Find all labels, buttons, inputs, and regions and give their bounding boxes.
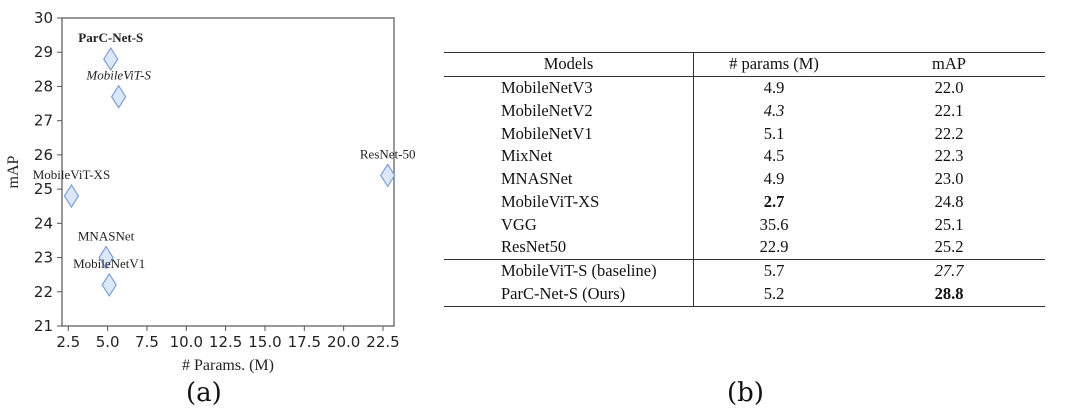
- map-cell: 22.3: [934, 146, 964, 166]
- y-tick-label: 22: [34, 283, 53, 301]
- header-models: Models: [444, 53, 694, 76]
- params-cell: 35.6: [759, 214, 789, 234]
- model-cell: MobileViT-XS: [444, 190, 694, 214]
- x-tick-label: 20.0: [327, 333, 360, 351]
- point-label: ResNet-50: [360, 146, 416, 161]
- model-cell: MixNet: [444, 145, 694, 168]
- model-cell: VGG: [444, 213, 694, 237]
- params-cell: 2.7: [763, 191, 785, 211]
- y-tick-label: 29: [34, 43, 53, 61]
- y-tick-label: 30: [34, 9, 53, 27]
- map-cell: 28.8: [934, 283, 964, 303]
- params-cell: 4.9: [763, 169, 785, 188]
- point-label: MobileViT-S: [85, 68, 151, 83]
- data-point: [63, 183, 80, 209]
- point-label: MobileNetV1: [73, 256, 145, 271]
- table-row: MobileViT-XS 2.7 24.8: [444, 190, 1045, 214]
- scatter-chart: 2.5 5.0 7.5 10.0 12.5 15.0 17.5 20.0 22.5 21 22 23 2…: [5, 9, 416, 374]
- x-tick-label: 7.5: [135, 333, 159, 351]
- y-tick-label: 26: [34, 146, 53, 164]
- x-axis-label: # Params. (M): [182, 357, 274, 374]
- map-cell: 22.1: [934, 100, 964, 120]
- x-tick-label: 10.0: [170, 333, 203, 351]
- x-tick-label: 2.5: [56, 333, 80, 351]
- data-point: [103, 46, 119, 72]
- params-cell: 4.9: [763, 78, 785, 97]
- map-cell: 22.2: [934, 123, 964, 143]
- data-point: [98, 245, 114, 270]
- point-label: ParC-Net-S: [78, 30, 143, 45]
- y-tick-label: 24: [34, 214, 53, 232]
- header-map: mAP: [932, 54, 966, 73]
- params-cell: 4.3: [763, 100, 785, 120]
- params-cell: 22.9: [759, 237, 789, 257]
- map-cell: 25.2: [934, 237, 964, 257]
- model-cell: MobileNetV1: [444, 122, 694, 146]
- map-cell: 23.0: [934, 169, 964, 188]
- map-cell: 22.0: [934, 78, 964, 97]
- params-cell: 5.2: [763, 283, 785, 303]
- table-row: MobileNetV3 4.9 22.0: [444, 77, 1045, 100]
- point-label: MNASNet: [78, 229, 135, 244]
- caption-b: (b): [727, 378, 764, 408]
- map-cell: 27.7: [934, 261, 964, 280]
- y-tick-label: 28: [34, 77, 53, 95]
- data-point: [379, 163, 396, 188]
- params-cell: 5.7: [763, 261, 785, 280]
- x-tick-label: 22.5: [366, 333, 399, 351]
- data-point: [101, 272, 117, 298]
- y-tick-label: 21: [34, 317, 53, 335]
- x-tick-label: 5.0: [96, 333, 120, 351]
- table-row: MobileViT-S (baseline) 5.7 27.7: [444, 259, 1045, 283]
- data-point: [110, 84, 127, 109]
- y-axis-label: mAP: [5, 155, 22, 188]
- table-row: MobileNetV1 5.1 22.2: [444, 122, 1045, 146]
- y-tick-label: 23: [34, 249, 53, 267]
- y-tick-label: 25: [34, 180, 53, 198]
- table-row: MobileNetV2 4.3 22.1: [444, 99, 1045, 123]
- plot-frame: [61, 17, 395, 327]
- model-cell: ParC-Net-S (Ours): [444, 282, 694, 306]
- model-cell: MobileViT-S (baseline): [444, 260, 694, 283]
- map-cell: 24.8: [934, 191, 964, 211]
- results-table: Models # params (M) mAP MobileNetV3 4.9 22…: [444, 52, 1045, 307]
- caption-a: (a): [186, 378, 222, 408]
- params-cell: 4.5: [763, 146, 785, 166]
- table-row: VGG 35.6 25.1: [444, 213, 1045, 237]
- model-cell: MobileNetV3: [444, 77, 694, 100]
- table-header: Models # params (M) mAP: [444, 53, 1045, 77]
- params-cell: 5.1: [763, 123, 785, 143]
- table-row: ParC-Net-S (Ours) 5.2 28.8: [444, 282, 1045, 306]
- header-params: # params (M): [729, 54, 819, 73]
- map-cell: 25.1: [934, 214, 964, 234]
- table-row: MixNet 4.5 22.3: [444, 145, 1045, 168]
- model-cell: MNASNet: [444, 168, 694, 191]
- x-tick-label: 15.0: [248, 333, 281, 351]
- x-tick-label: 17.5: [288, 333, 321, 351]
- table-row: MNASNet 4.9 23.0: [444, 168, 1045, 191]
- model-cell: ResNet50: [444, 236, 694, 259]
- table-row: ResNet50 22.9 25.2: [444, 236, 1045, 259]
- x-tick-label: 12.5: [209, 333, 242, 351]
- model-cell: MobileNetV2: [444, 99, 694, 123]
- point-label: MobileViT-XS: [33, 167, 110, 182]
- y-tick-label: 27: [34, 112, 53, 130]
